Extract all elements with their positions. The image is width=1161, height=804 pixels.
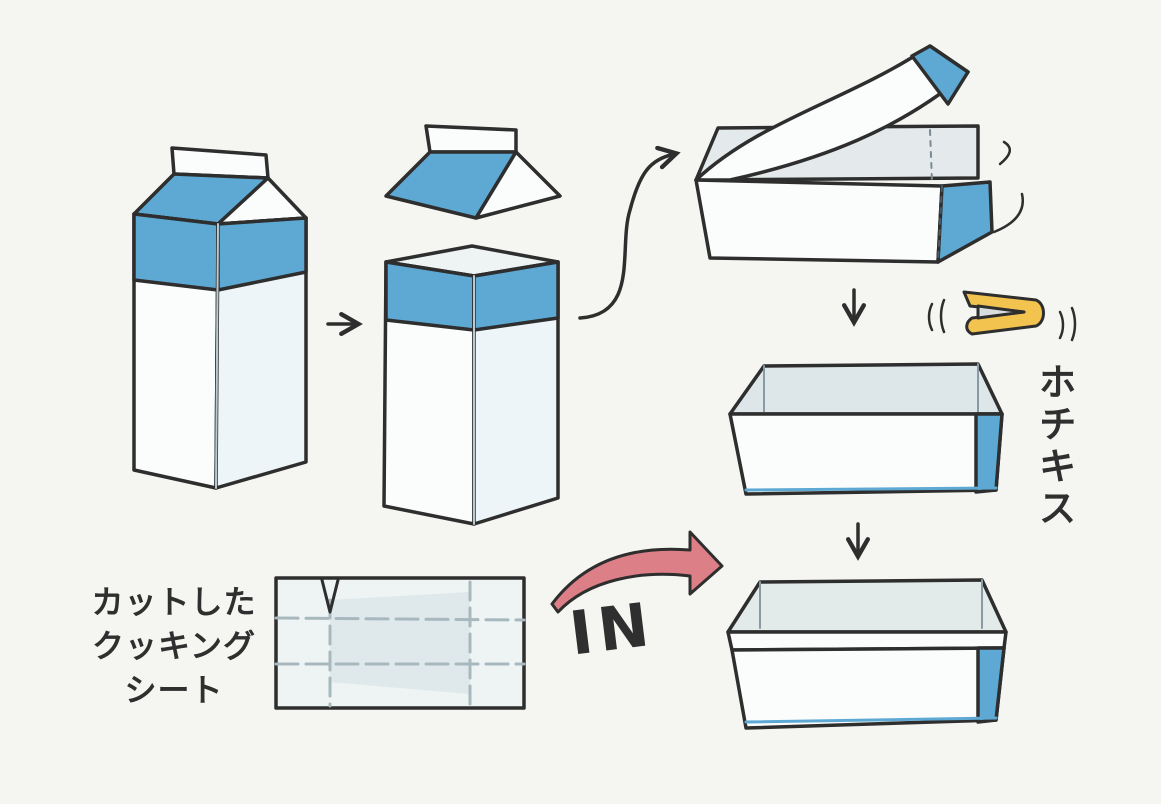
arrow-step-2 [578,145,681,320]
curved-red-arrow-icon [550,530,724,614]
cut-sheet-label: カットした クッキング シート [74,580,274,712]
cut-sheet-label-line-2: クッキング [91,627,257,665]
lined-tray-icon [726,578,1008,730]
stapler-label: ホチキス [1032,362,1076,530]
cooking-sheet-icon [274,576,526,710]
cut-sheet-label-line-3: シート [124,671,224,709]
cut-sheet-label-line-1: カットした [91,583,257,621]
stapled-tray-icon [728,362,1004,496]
folding-tray-icon [694,44,1025,264]
stapler-icon [927,290,1077,342]
milk-carton-icon [132,146,308,490]
insert-label: IN [566,589,659,670]
cut-carton-icon [382,124,562,526]
